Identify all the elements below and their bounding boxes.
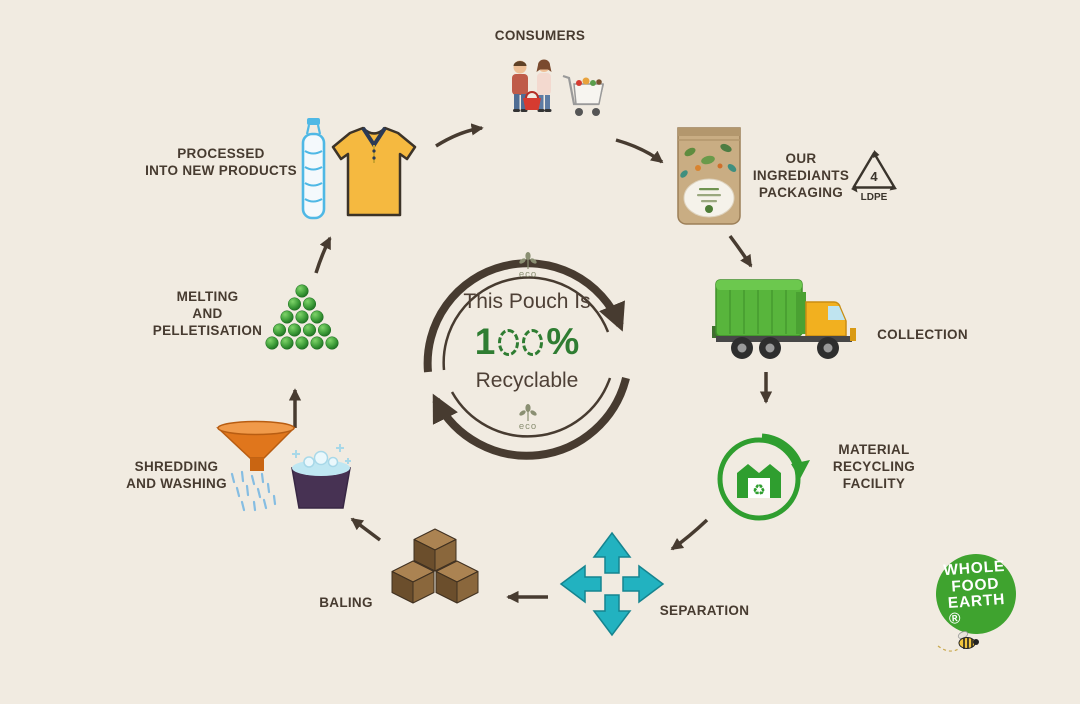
zero-pellet-ring xyxy=(498,328,520,356)
label-packaging: OUR INGREDIANTS PACKAGING xyxy=(752,151,850,200)
label-collection: COLLECTION xyxy=(877,327,968,342)
label-baling: BALING xyxy=(319,595,373,610)
ldpe-code: LDPE xyxy=(861,192,888,202)
arrow-packaging-to-collection xyxy=(728,234,753,268)
consumers-icon xyxy=(495,50,610,135)
logo-line3: EARTH® xyxy=(947,591,1007,628)
cycle-arrows-icon xyxy=(423,259,630,460)
pouch-icon xyxy=(668,118,750,232)
ldpe-number: 4 xyxy=(870,169,878,184)
center-line1: This Pouch Is xyxy=(463,290,591,313)
center-line3: Recyclable xyxy=(475,369,579,392)
center-claim: This Pouch Is 1% Recyclable xyxy=(427,290,627,393)
bee-icon xyxy=(937,631,979,652)
eco-label: eco xyxy=(518,269,538,280)
label-shredding: SHREDDING AND WASHING xyxy=(126,459,227,491)
whole-food-earth-logo: WHOLE FOOD EARTH® xyxy=(933,551,1028,656)
arrow-baling-to-shredding xyxy=(350,517,382,542)
bottle-shirt-icon xyxy=(288,115,423,225)
percent-digit-one: 1 xyxy=(474,321,496,362)
logo-circle: WHOLE FOOD EARTH® xyxy=(933,551,1019,637)
pellets-icon xyxy=(262,283,342,355)
bales-icon xyxy=(385,524,485,624)
percent-100: 1% xyxy=(427,321,627,363)
arrow-mrf-to-separation xyxy=(670,518,709,551)
label-melting: MELTING AND PELLETISATION xyxy=(152,289,263,338)
eco-leaf-icon: eco xyxy=(508,404,548,432)
arrow-melting-to-processed xyxy=(314,236,332,274)
label-separation: SEPARATION xyxy=(659,603,750,618)
shredding-washing-icon xyxy=(212,418,352,518)
eco-label: eco xyxy=(518,421,538,432)
arrow-consumers-to-packaging xyxy=(615,138,664,164)
eco-leaf-icon: eco xyxy=(508,252,548,280)
zero-pellet-ring xyxy=(522,328,544,356)
garbage-truck-icon xyxy=(712,272,860,364)
percent-sign: % xyxy=(546,321,580,362)
recycling-facility-icon: ♻ xyxy=(712,424,814,524)
label-processed: PROCESSED INTO NEW PRODUCTS xyxy=(145,146,297,178)
arrow-processed-to-consumers xyxy=(435,123,484,148)
recycle-symbol: ♻ xyxy=(752,482,765,499)
label-mrf: MATERIAL RECYCLING FACILITY xyxy=(832,442,916,491)
ldpe-recycling-icon: 4 LDPE xyxy=(848,146,900,202)
label-consumers: CONSUMERS xyxy=(494,28,586,43)
separation-arrows-icon xyxy=(558,530,666,638)
